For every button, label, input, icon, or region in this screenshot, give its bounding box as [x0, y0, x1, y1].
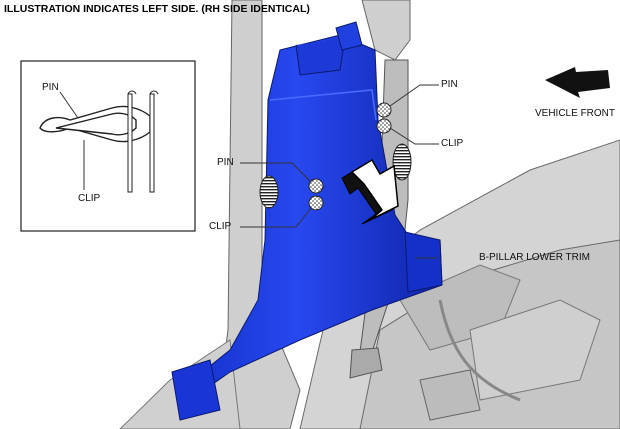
- inset-detail: [20, 60, 196, 232]
- pin-clip-right: [376, 102, 392, 134]
- vehicle-front-arrow-icon: [545, 67, 610, 98]
- illustration-heading: ILLUSTRATION INDICATES LEFT SIDE. (RH SI…: [4, 3, 310, 15]
- clip-label-left: CLIP: [209, 221, 232, 232]
- leader-lines: [240, 84, 439, 259]
- hatched-area-left: [259, 175, 279, 209]
- pin-clip-left: [308, 178, 324, 211]
- removal-arrow-icon: [341, 158, 399, 225]
- pin-label-left: PIN: [217, 157, 234, 168]
- pin-label-right: PIN: [441, 79, 458, 90]
- b-pillar-lower-trim: [171, 21, 443, 421]
- inset-pin-label: PIN: [42, 82, 59, 93]
- b-pillar-lower-trim-label: B-PILLAR LOWER TRIM: [479, 252, 590, 263]
- inset-clip-label: CLIP: [78, 193, 101, 204]
- hatched-area-right: [392, 143, 412, 181]
- vehicle-body: [119, 0, 620, 429]
- vehicle-front-label: VEHICLE FRONT: [535, 108, 616, 119]
- clip-label-right: CLIP: [441, 138, 464, 149]
